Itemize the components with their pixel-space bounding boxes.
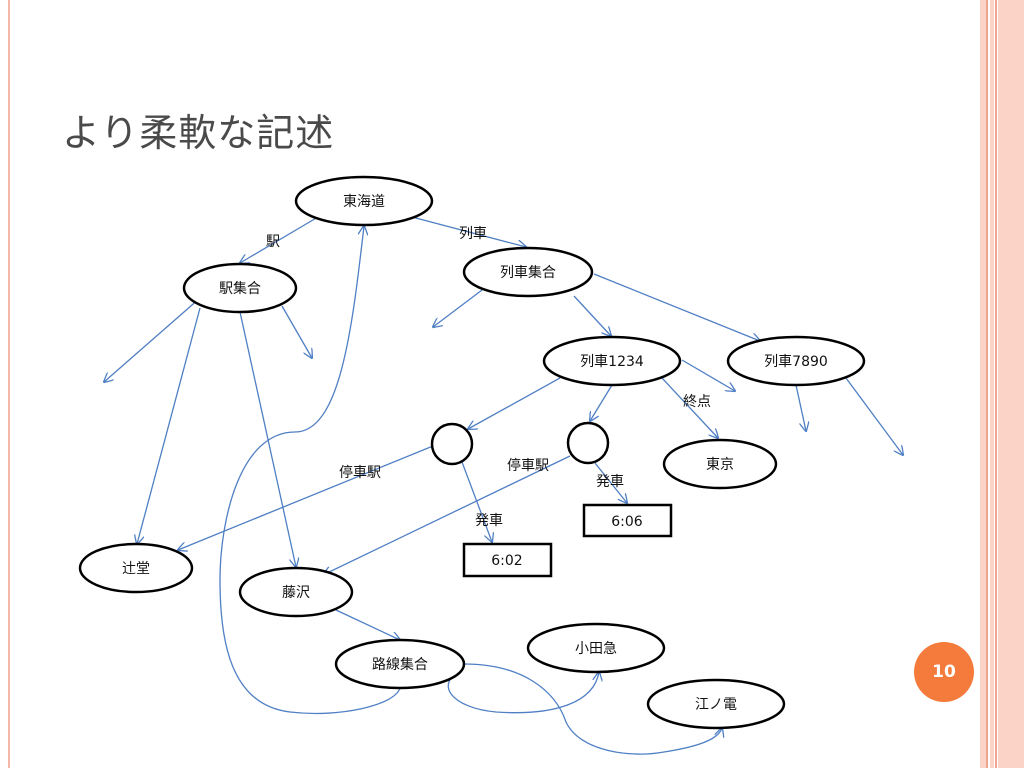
page-number-badge: 10	[914, 642, 974, 702]
node-time-602-label: 6:02	[491, 553, 522, 569]
slide-title: より柔軟な記述	[62, 111, 335, 155]
edge-label-stop-station-left: 停車駅	[339, 464, 381, 481]
edge-label-stop-station-right: 停車駅	[507, 457, 549, 474]
node-train-set: 列車集合	[462, 246, 594, 298]
node-odakyu-label: 小田急	[575, 641, 617, 657]
node-tsujido-label: 辻堂	[122, 561, 150, 577]
node-station-set-label: 駅集合	[219, 280, 261, 297]
edges	[104, 216, 903, 755]
node-train-1234: 列車1234	[542, 335, 682, 387]
edge-station-set-open-left	[104, 297, 201, 382]
edge-blank-left-time-602	[461, 461, 492, 542]
edge-tokaido-station-set	[240, 216, 319, 263]
right-border-band	[980, 0, 986, 768]
node-time-606: 6:06	[582, 503, 673, 538]
node-train-7890-label: 列車7890	[764, 353, 828, 370]
edge-label-departure-left: 発車	[475, 512, 503, 529]
right-border-stripe	[995, 0, 997, 768]
edge-tokaido-train-set	[411, 216, 526, 247]
node-tokaido: 東海道	[294, 175, 434, 227]
edge-blank-left-tsujido	[178, 445, 434, 550]
node-time-606-label: 6:06	[611, 514, 643, 530]
node-tokyo: 東京	[662, 438, 778, 490]
node-tokyo-label: 東京	[706, 457, 734, 473]
node-enoden-label: 江ノ電	[695, 697, 737, 713]
edge-route-set-enoden	[463, 663, 722, 755]
edge-label-terminal: 終点	[683, 394, 711, 410]
node-train-7890: 列車7890	[726, 335, 866, 387]
node-train-1234-label: 列車1234	[580, 353, 644, 370]
edge-train-1234-blank-right	[590, 384, 613, 421]
edge-train-1234-tokyo	[661, 377, 718, 438]
edge-train-set-train-7890	[593, 273, 760, 341]
node-time-602: 6:02	[462, 542, 553, 578]
left-border-line	[8, 0, 10, 768]
right-border-stripe	[986, 0, 988, 768]
node-fujisawa: 藤沢	[238, 566, 354, 618]
node-train-set-label: 列車集合	[500, 264, 556, 281]
right-border-band	[998, 0, 1024, 768]
edge-train-set-train-1234	[573, 295, 611, 336]
node-odakyu: 小田急	[526, 622, 666, 674]
node-blank-left	[430, 422, 474, 466]
edge-train-1234-blank-left	[468, 377, 561, 429]
node-station-set: 駅集合	[182, 262, 298, 314]
edge-train-set-open-left	[433, 289, 483, 327]
node-blank-right	[566, 421, 610, 465]
edge-station-set-tsujido	[137, 307, 201, 544]
node-tsujido: 辻堂	[78, 542, 194, 594]
node-route-set: 路線集合	[334, 638, 466, 690]
edge-fujisawa-route-set	[335, 609, 400, 640]
edge-label-station: 駅	[266, 234, 280, 250]
edge-label-train: 列車	[459, 225, 487, 242]
node-fujisawa-label: 藤沢	[282, 585, 310, 601]
node-tokaido-label: 東海道	[343, 194, 385, 210]
edge-train-1234-open-right	[681, 359, 735, 391]
edge-route-set-tokaido	[219, 226, 401, 715]
edge-train-7890-open-right	[845, 377, 903, 455]
edge-blank-right-fujisawa	[323, 455, 571, 575]
node-enoden: 江ノ電	[646, 678, 786, 730]
edge-train-7890-open-left	[795, 384, 806, 431]
node-route-set-label: 路線集合	[372, 656, 428, 673]
edge-blank-right-time-606	[594, 462, 627, 503]
edge-station-set-open-right	[281, 305, 312, 358]
edge-label-departure-right: 発車	[596, 473, 624, 490]
edge-labels: 駅 列車 終点 停車駅 停車駅 発車 発車	[266, 225, 711, 529]
edge-route-set-odakyu	[447, 667, 599, 714]
right-border-band	[990, 0, 994, 768]
